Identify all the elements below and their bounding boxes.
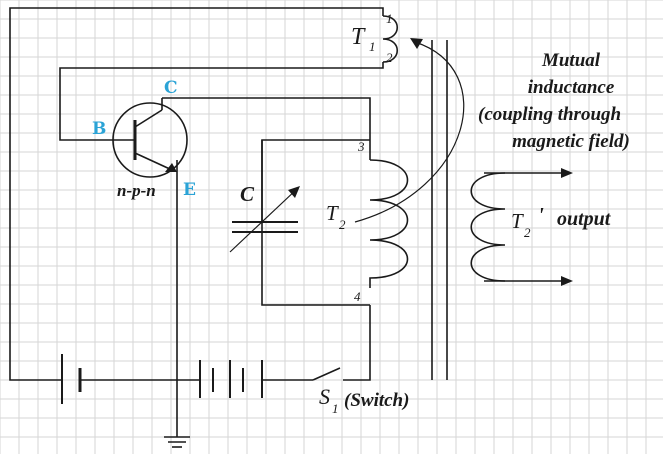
- battery: [61, 354, 263, 404]
- t1-label: T: [351, 24, 366, 50]
- output-bottom-arrow-icon: [561, 276, 573, 286]
- t2-output-label: T: [511, 209, 524, 233]
- ground-symbol: [164, 436, 190, 448]
- capacitor-label: C: [240, 182, 255, 206]
- npn-transistor: [107, 98, 188, 178]
- pin-2-label: 2: [386, 50, 393, 65]
- wire-collector-to-tank: [162, 97, 371, 140]
- switch-s1: [312, 367, 341, 381]
- switch-label: S: [319, 384, 330, 409]
- coupling-arc: [354, 41, 465, 223]
- transistor-type-label: n-p-n: [117, 181, 156, 200]
- t2-coil-winding: [369, 159, 409, 288]
- switch-blade: [312, 367, 341, 381]
- wire-t1-pin2-base-loop: [59, 62, 384, 141]
- mutual-line-3: (coupling through: [478, 104, 621, 125]
- t2-coil: [369, 140, 409, 288]
- t2-output-prime: ': [538, 203, 544, 227]
- t1-subscript: 1: [369, 39, 376, 54]
- mutual-line-1: Mutual: [541, 50, 601, 71]
- wire-t1-pin1-outer-loop: [9, 7, 384, 381]
- base-label: B: [92, 119, 106, 139]
- switch-subscript: 1: [332, 401, 339, 416]
- output-coil: [470, 168, 573, 286]
- output-top-arrow-icon: [561, 168, 573, 178]
- t1-coil-winding: [382, 15, 399, 63]
- output-label: output: [557, 208, 612, 230]
- transistor-collector-lead: [134, 109, 163, 128]
- coupling-arrow-icon: [410, 38, 423, 49]
- mutual-line-4: magnetic field): [512, 131, 630, 152]
- t2-subscript: 2: [339, 217, 346, 232]
- emitter-label: E: [183, 180, 196, 200]
- t2-output-subscript: 2: [524, 225, 531, 240]
- capacitor-variable-arrow: [229, 187, 299, 253]
- transistor-emitter-lead: [134, 152, 173, 171]
- emitter-arrow-icon: [165, 163, 177, 172]
- transformer-core: [431, 40, 448, 380]
- capacitor-arrow-icon: [288, 186, 300, 198]
- mutual-line-2: inductance: [528, 77, 615, 98]
- wire-tank-to-switch: [343, 305, 371, 381]
- t2-label: T: [326, 201, 339, 225]
- output-coil-winding: [470, 172, 506, 282]
- pin-3-label: 3: [357, 139, 365, 154]
- collector-label: C: [164, 78, 178, 98]
- t1-coil: [382, 15, 399, 63]
- switch-text: (Switch): [344, 390, 409, 411]
- pin-4-label: 4: [354, 289, 361, 304]
- variable-capacitor: [229, 140, 300, 253]
- pin-1-label: 1: [386, 11, 393, 26]
- mutual-inductance-arc: [354, 38, 465, 223]
